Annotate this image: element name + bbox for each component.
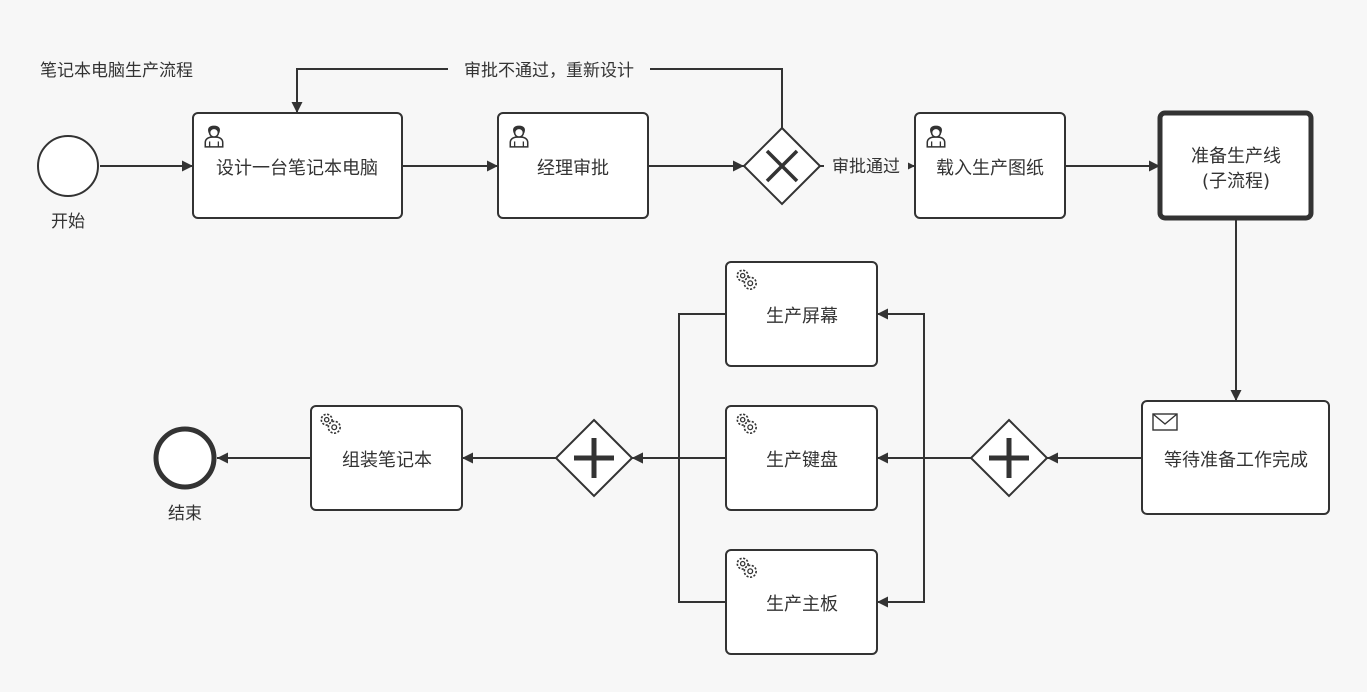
exclusive-gateway[interactable] bbox=[742, 126, 822, 206]
end-event[interactable] bbox=[153, 426, 217, 490]
flow-screen-to-join[interactable] bbox=[632, 313, 726, 464]
end-event-circle[interactable] bbox=[153, 426, 217, 490]
task-screen[interactable]: 生产屏幕 bbox=[725, 261, 878, 367]
task-wait-ready-label: 等待准备工作完成 bbox=[1164, 450, 1308, 471]
task-design[interactable]: 设计一台笔记本电脑 bbox=[192, 112, 403, 219]
task-review[interactable]: 经理审批 bbox=[497, 112, 649, 219]
parallel-gateway-join[interactable] bbox=[554, 418, 634, 498]
flow-label-approved: 审批通过 bbox=[832, 157, 900, 177]
sequence-flows bbox=[100, 68, 1242, 608]
task-mainboard[interactable]: 生产主板 bbox=[725, 549, 878, 655]
task-screen-label: 生产屏幕 bbox=[766, 306, 838, 327]
subprocess-label-line1: 准备生产线 bbox=[1191, 146, 1281, 167]
start-event-label: 开始 bbox=[51, 212, 85, 232]
task-keyboard-label: 生产键盘 bbox=[766, 450, 838, 471]
flow-label-bg-rejected bbox=[448, 58, 650, 82]
subprocess-label-line2: (子流程) bbox=[1202, 171, 1270, 192]
flow-fork-to-mainboard[interactable] bbox=[877, 457, 972, 608]
plus-icon bbox=[989, 438, 1029, 478]
task-review-label: 经理审批 bbox=[537, 158, 609, 179]
flow-label-rejected: 审批不通过，重新设计 bbox=[464, 61, 634, 81]
parallel-gateway-fork[interactable] bbox=[969, 418, 1049, 498]
diagram-title: 笔记本电脑生产流程 bbox=[40, 61, 193, 81]
task-design-label: 设计一台笔记本电脑 bbox=[216, 158, 378, 179]
flow-label-bg-approved bbox=[824, 154, 908, 178]
flow-mainboard-to-join[interactable] bbox=[632, 457, 726, 603]
task-wait-ready[interactable]: 等待准备工作完成 bbox=[1141, 400, 1330, 515]
start-event-circle[interactable] bbox=[37, 135, 99, 197]
flow-fork-to-screen[interactable] bbox=[877, 308, 972, 459]
task-load-drawings-label: 载入生产图纸 bbox=[936, 158, 1044, 179]
start-event[interactable] bbox=[37, 135, 99, 197]
end-event-label: 结束 bbox=[168, 504, 202, 524]
task-assemble[interactable]: 组装笔记本 bbox=[310, 405, 463, 511]
task-load-drawings[interactable]: 载入生产图纸 bbox=[914, 112, 1066, 219]
subprocess-prepare-line[interactable]: 准备生产线 (子流程) bbox=[1157, 110, 1314, 221]
task-keyboard[interactable]: 生产键盘 bbox=[725, 405, 878, 511]
exclusive-x-icon bbox=[765, 149, 799, 183]
task-assemble-label: 组装笔记本 bbox=[342, 450, 432, 471]
plus-icon bbox=[574, 438, 614, 478]
envelope-icon bbox=[1152, 413, 1178, 431]
task-mainboard-label: 生产主板 bbox=[766, 594, 838, 615]
